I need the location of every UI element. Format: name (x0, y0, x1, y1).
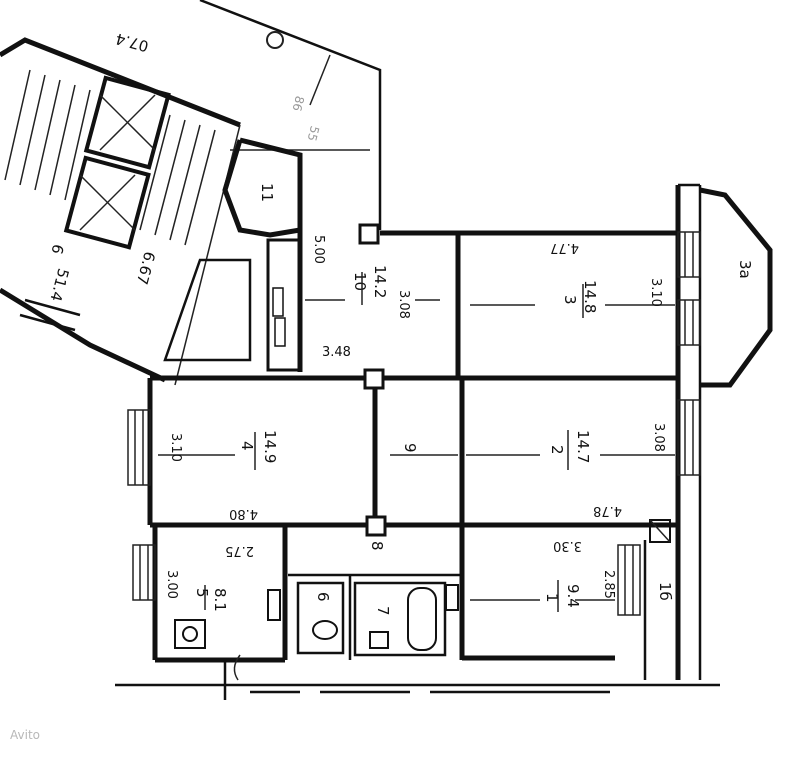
avito-watermark: Avito (10, 728, 40, 742)
upper-corridor: 86 55 (199, 0, 382, 230)
stair-area-label: 51.4 (46, 266, 72, 303)
room-10-number: 10 (351, 272, 369, 291)
washbasin-icon (369, 631, 389, 649)
bay-3a: 3a (699, 187, 773, 388)
room-5: 3.00 2.75 5 8.1 (164, 543, 281, 681)
stove-icon (174, 619, 206, 649)
room-4-area: 14.9 (261, 430, 279, 463)
room-3-width: 4.77 (550, 240, 579, 255)
room-4-dim: 3.10 (168, 433, 183, 462)
room-2-dim: 3.08 (651, 423, 666, 452)
room-2-width: 4.78 (593, 503, 622, 518)
bathtub-icon (407, 587, 437, 651)
room-1: 3.30 1 9.4 2.85 (470, 538, 616, 612)
room-6: 6 (296, 581, 345, 655)
room-2-number: 2 (548, 445, 566, 455)
stair-number-label: 6 (47, 242, 67, 256)
room-8-number: 8 (368, 541, 386, 551)
room-1-area: 9.4 (564, 584, 582, 608)
room-10: 10 14.2 3.08 3.48 (305, 265, 440, 360)
room-7-number: 7 (374, 606, 392, 616)
room-1b: 1б (649, 519, 674, 601)
room-4: 4 14.9 3.10 4.80 (158, 430, 279, 521)
room-5-width: 2.75 (225, 543, 254, 558)
utility-shaft (163, 258, 252, 362)
room-10-dim: 3.08 (396, 290, 411, 319)
lower-walls (115, 525, 720, 687)
room-4-number: 4 (238, 441, 256, 451)
column-2 (363, 368, 385, 390)
corridor-label-1: 86 (289, 94, 306, 112)
room-5-dim: 3.00 (164, 570, 179, 599)
room-3-dim: 3.10 (648, 278, 663, 307)
elevator-shaft (63, 75, 171, 250)
sink-icon (267, 589, 281, 621)
room-2-area: 14.7 (574, 430, 592, 463)
room-1b-number: 1б (656, 582, 674, 601)
stair-length-label: 6.67 (133, 250, 159, 287)
room-5-number: 5 (193, 588, 211, 598)
room-1-width: 3.30 (553, 538, 582, 553)
bay-3a-label: 3a (736, 260, 754, 279)
storage-column (266, 238, 302, 372)
room-10-area: 14.2 (371, 265, 389, 298)
toilet-icon (312, 620, 338, 640)
room-3-area: 14.8 (581, 280, 599, 313)
room-11: 11 5.00 (222, 137, 326, 264)
room-1-dim: 2.85 (601, 570, 616, 599)
windows (127, 231, 701, 616)
corridor-label-2: 55 (304, 124, 321, 142)
stair-block: 07.4 6.67 51.4 6 (0, 29, 241, 386)
stair-steps (4, 69, 216, 246)
room-4-width: 4.80 (229, 506, 258, 521)
lower-boundary (223, 660, 610, 700)
column-1 (358, 223, 380, 245)
room-3-number: 3 (561, 295, 579, 305)
room-11-number: 11 (258, 183, 276, 202)
room-6-number: 6 (314, 592, 332, 602)
stair-width-label: 07.4 (114, 29, 151, 55)
room-5-area: 8.1 (211, 588, 229, 612)
room-7: 7 (353, 581, 459, 657)
room-11-length: 5.00 (311, 235, 326, 264)
room-1-number: 1 (543, 593, 561, 603)
room-9-top-dim: 3.48 (322, 345, 351, 360)
room-9: 9 (390, 443, 458, 456)
room-8: 8 (368, 541, 386, 551)
room-9-number: 9 (401, 443, 419, 453)
room-3: 4.77 3 14.8 3.10 (470, 240, 675, 318)
room-2: 2 14.7 3.08 4.78 (466, 423, 675, 518)
column-3 (365, 515, 387, 537)
